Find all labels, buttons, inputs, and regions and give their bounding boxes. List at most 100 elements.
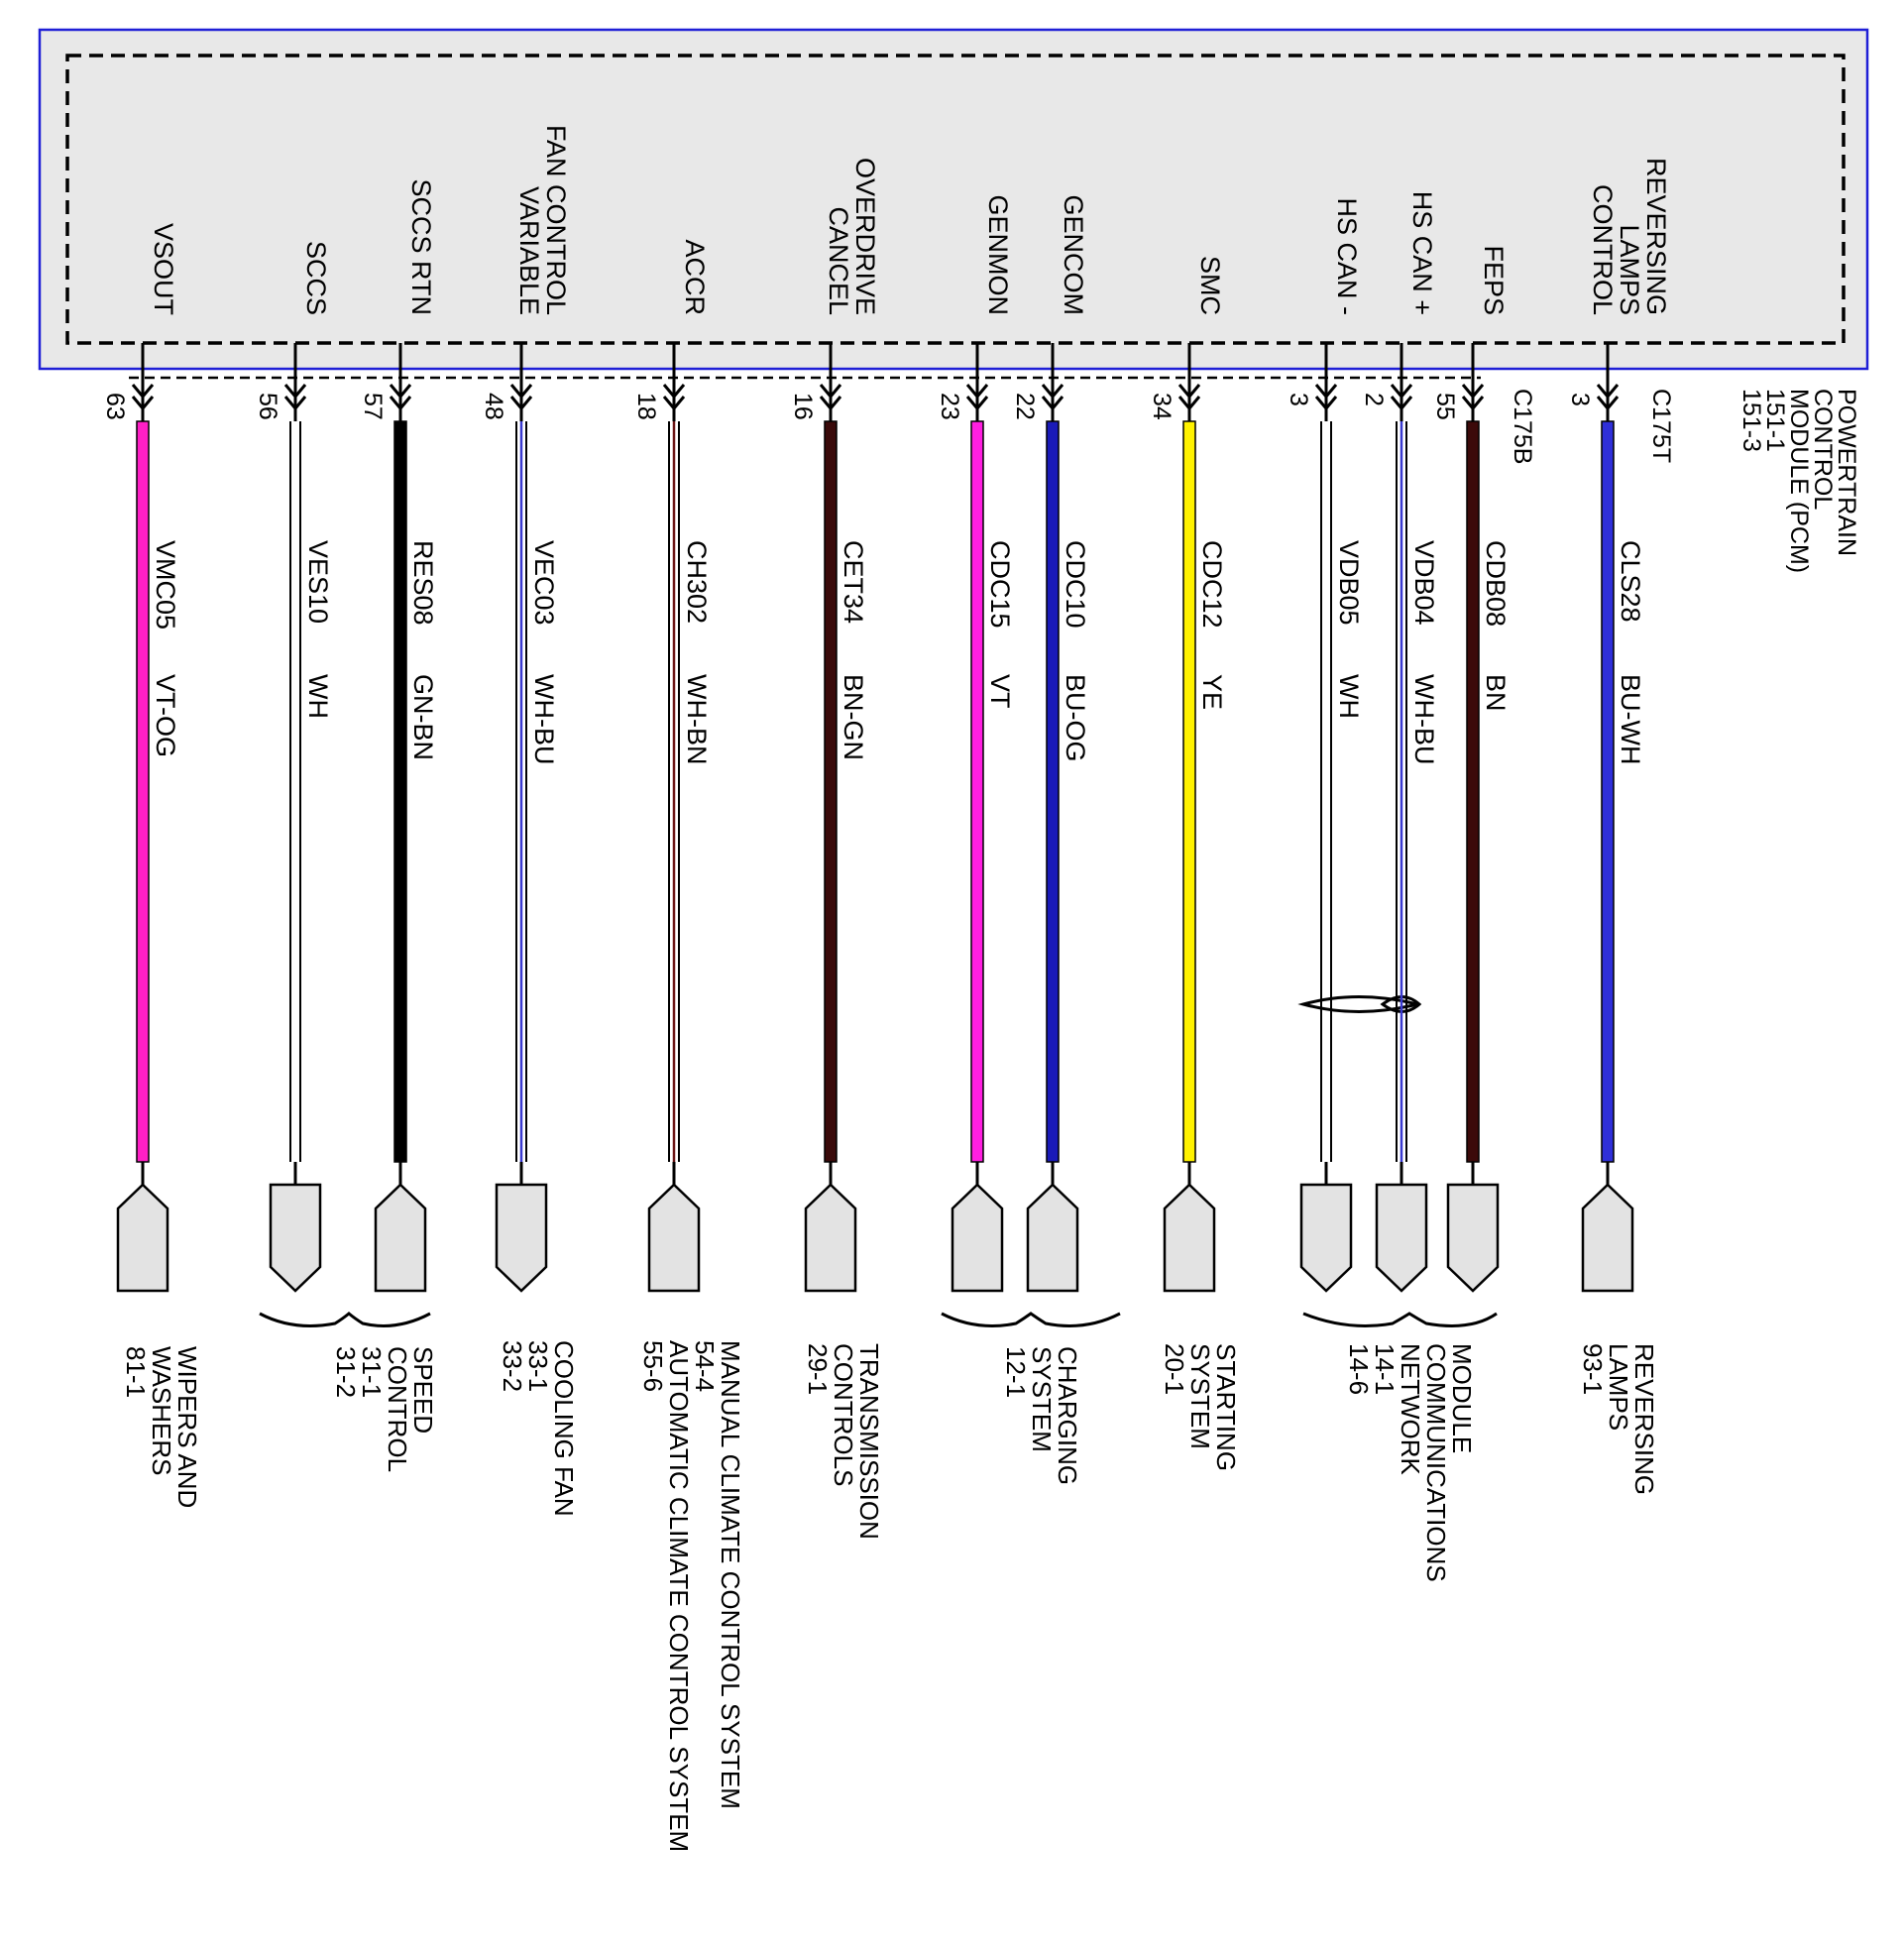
wire-genmon <box>951 343 1004 1293</box>
signal-label-line: HS CAN + <box>1407 191 1437 315</box>
pin-number: 56 <box>254 393 281 420</box>
twisted-pair-icon <box>1297 995 1422 1013</box>
pin-arrow-icon <box>131 384 155 400</box>
terminal-connector-icon <box>269 1183 322 1293</box>
pin-number: 16 <box>789 393 817 420</box>
destination-line: WIPERS AND <box>172 1346 202 1508</box>
destination-line: WASHERS <box>147 1346 176 1476</box>
color-code: BN <box>1481 674 1511 712</box>
signal-label-line: HS CAN - <box>1332 197 1362 315</box>
wires-layer <box>116 343 1634 1293</box>
signal-label: HS CAN - <box>1332 197 1362 315</box>
color-code: BN-GN <box>839 674 868 760</box>
destination-module-comm-network: MODULE COMMUNICATIONS NETWORK 14-1 14-6 <box>1344 1343 1477 1589</box>
color-code: VT-OG <box>151 674 180 757</box>
destination-line: 55-6 <box>638 1340 668 1392</box>
destination-line: CONTROLS <box>829 1343 858 1486</box>
signal-label-line: SCCS <box>301 241 331 315</box>
pin-number: 3 <box>1285 393 1312 406</box>
pin-arrow-icon <box>389 384 412 400</box>
signal-label: GENCOM <box>1059 195 1088 316</box>
pin-number: 22 <box>1011 393 1039 420</box>
wire-reversing-lamps-control <box>1581 343 1634 1293</box>
pin-arrow-icon <box>509 384 533 400</box>
destination-line: AUTOMATIC CLIMATE CONTROL SYSTEM <box>664 1340 694 1852</box>
brace-module-comm-network <box>1302 1312 1498 1327</box>
destination-line: SPEED <box>408 1346 438 1434</box>
signal-label: VSOUT <box>149 223 178 315</box>
destination-line: 93-1 <box>1578 1343 1608 1395</box>
pcm-module-box <box>38 28 1869 371</box>
signal-label: ACCR <box>680 239 710 315</box>
signal-label: SCCS RTN <box>406 178 436 315</box>
destination-line: TRANSMISSION <box>854 1343 884 1540</box>
wire-body <box>1046 420 1060 1163</box>
circuit-code: VDB05 <box>1334 540 1364 626</box>
brace-speed-control <box>259 1312 431 1327</box>
signal-label: SMC <box>1195 256 1225 315</box>
circuit-code: RES08 <box>408 540 438 626</box>
destination-line: CHARGING <box>1053 1346 1082 1485</box>
destination-line: 29-1 <box>803 1343 833 1395</box>
destination-climate: MANUAL CLIMATE CONTROL SYSTEM 54-4 AUTOM… <box>638 1340 745 1859</box>
pin-arrow-icon <box>819 384 842 400</box>
circuit-code: CDB08 <box>1481 540 1511 627</box>
color-code: WH <box>1334 674 1364 719</box>
destination-line: 14-6 <box>1344 1343 1374 1395</box>
destination-line: SYSTEM <box>1185 1343 1215 1449</box>
terminal-connector-icon <box>1446 1183 1500 1293</box>
wire-body <box>824 420 838 1163</box>
destination-line: 14-1 <box>1370 1343 1400 1395</box>
wire-smc <box>1163 343 1216 1293</box>
pin-number: 18 <box>632 393 660 420</box>
circuit-code: VEC03 <box>529 540 559 626</box>
module-label: POWERTRAIN CONTROL MODULE (PCM) 151-1 15… <box>1737 389 1860 580</box>
destination-line: COOLING FAN <box>549 1340 579 1517</box>
signal-label-line: VSOUT <box>149 223 178 315</box>
signal-label: GENMON <box>983 195 1013 316</box>
pin-arrow-icon <box>1177 384 1201 400</box>
signal-label-line: SMC <box>1195 256 1225 315</box>
signal-label: HS CAN + <box>1407 191 1437 315</box>
terminal-connector-icon <box>804 1183 857 1293</box>
signal-label-line: LAMPS <box>1615 224 1644 315</box>
destination-line: CONTROL <box>383 1346 412 1472</box>
wire-body <box>1601 420 1615 1163</box>
pin-number: 34 <box>1148 393 1176 420</box>
destination-line: COMMUNICATIONS <box>1421 1343 1451 1582</box>
group-braces <box>259 1312 1498 1327</box>
color-code: VT <box>985 674 1015 709</box>
destination-line: REVERSING <box>1629 1343 1659 1495</box>
terminal-connector-icon <box>116 1183 169 1293</box>
signal-label-line: FAN CONTROL <box>541 125 571 315</box>
terminal-connector-icon <box>1375 1183 1428 1293</box>
pin-arrow-icon <box>1041 384 1064 400</box>
destination-labels: WIPERS AND WASHERS 81-1 SPEED CONTROL 31… <box>121 1340 1659 1859</box>
terminal-connector-icon <box>1581 1183 1634 1293</box>
signal-label-line: SCCS RTN <box>406 178 436 315</box>
circuit-code: CET34 <box>839 540 868 624</box>
destination-starting: STARTING SYSTEM 20-1 <box>1160 1343 1241 1478</box>
destination-charging: CHARGING SYSTEM 12-1 <box>1001 1346 1082 1492</box>
wire-body <box>1182 420 1196 1163</box>
destination-wipers: WIPERS AND WASHERS 81-1 <box>121 1346 202 1515</box>
signal-label-line: GENMON <box>983 195 1013 316</box>
destination-line: 81-1 <box>121 1346 151 1398</box>
destination-line: STARTING <box>1211 1343 1241 1471</box>
signal-label-line: REVERSING <box>1641 158 1671 315</box>
pcm-internal-boundary <box>65 54 1846 345</box>
destination-line: LAMPS <box>1604 1343 1633 1431</box>
pin-arrow-icon <box>1390 384 1413 400</box>
wire-feps <box>1446 343 1500 1293</box>
wire-accr <box>647 343 701 1293</box>
signal-label: SCCS <box>301 241 331 315</box>
brace-charging-system <box>941 1312 1121 1327</box>
wire-hs-can-minus <box>1299 343 1353 1293</box>
wire-hs-can-plus <box>1375 343 1428 1293</box>
circuit-code: VMC05 <box>151 540 180 630</box>
circuit-code: CLS28 <box>1616 540 1645 623</box>
pin-arrow-icon <box>1461 384 1485 400</box>
wire-body <box>136 420 150 1163</box>
destination-line: MANUAL CLIMATE CONTROL SYSTEM <box>716 1340 745 1809</box>
